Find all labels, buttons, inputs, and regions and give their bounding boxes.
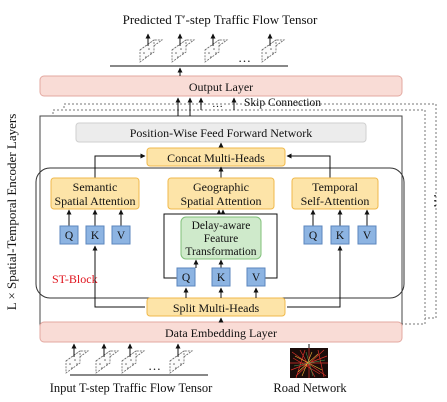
temporal-line2: Self-Attention [301, 194, 370, 208]
temporal-attention-box [291, 177, 379, 210]
encoder-layers-side-label: L × Spatial-Temporal Encoder Layers [4, 114, 19, 311]
geographic-attention-box [167, 177, 275, 210]
split-box [146, 297, 286, 317]
svg-text:K: K [217, 272, 226, 284]
input-ellipsis: … [148, 358, 161, 373]
concat-box [146, 147, 286, 167]
output-tensors: … [110, 33, 288, 67]
embedding-layer-label: Data Embedding Layer [165, 326, 277, 340]
predicted-tensor-title: Predicted T′-step Traffic Flow Tensor [123, 12, 318, 27]
svg-text:Q: Q [309, 230, 318, 242]
semantic-qkv: Q K V [59, 209, 131, 245]
input-tensor-label: Input T-step Traffic Flow Tensor [50, 381, 213, 395]
output-layer-box [39, 75, 403, 97]
svg-text:K: K [91, 230, 100, 242]
temporal-qkv: Q K V [303, 209, 377, 245]
semantic-line1: Semantic [73, 180, 118, 194]
concat-label: Concat Multi-Heads [167, 151, 265, 165]
road-network-label: Road Network [273, 381, 347, 395]
svg-text:V: V [252, 272, 261, 284]
svg-text:K: K [336, 230, 345, 242]
ellipsis: … [238, 50, 251, 65]
geographic-qkv: Q K V [163, 209, 278, 287]
svg-text:Q: Q [65, 230, 74, 242]
stack-dots: ⋮ [428, 194, 442, 209]
geographic-line1: Geographic [193, 180, 249, 194]
semantic-attention-box [50, 177, 140, 210]
ffn-label: Position-Wise Feed Forward Network [130, 126, 313, 140]
road-network-image [290, 344, 328, 379]
skip-dots: … [212, 98, 223, 110]
delay-line2: Feature [204, 233, 238, 245]
geographic-line2: Spatial Attention [181, 194, 262, 208]
svg-text:V: V [117, 230, 126, 242]
delay-line1: Delay-aware [192, 220, 251, 232]
delay-aware-box [180, 216, 262, 260]
st-block-label: ST-Block [52, 272, 98, 286]
input-tensors: … [65, 343, 208, 376]
svg-text:V: V [363, 230, 372, 242]
ffn-box [75, 122, 367, 143]
split-label: Split Multi-Heads [173, 301, 260, 315]
skip-connection-label: Skip Connection [244, 97, 321, 109]
svg-text:Q: Q [182, 272, 191, 284]
temporal-line1: Temporal [312, 180, 358, 194]
delay-line3: Transformation [185, 246, 256, 258]
output-layer-label: Output Layer [189, 80, 253, 94]
semantic-line2: Spatial Attention [55, 194, 136, 208]
